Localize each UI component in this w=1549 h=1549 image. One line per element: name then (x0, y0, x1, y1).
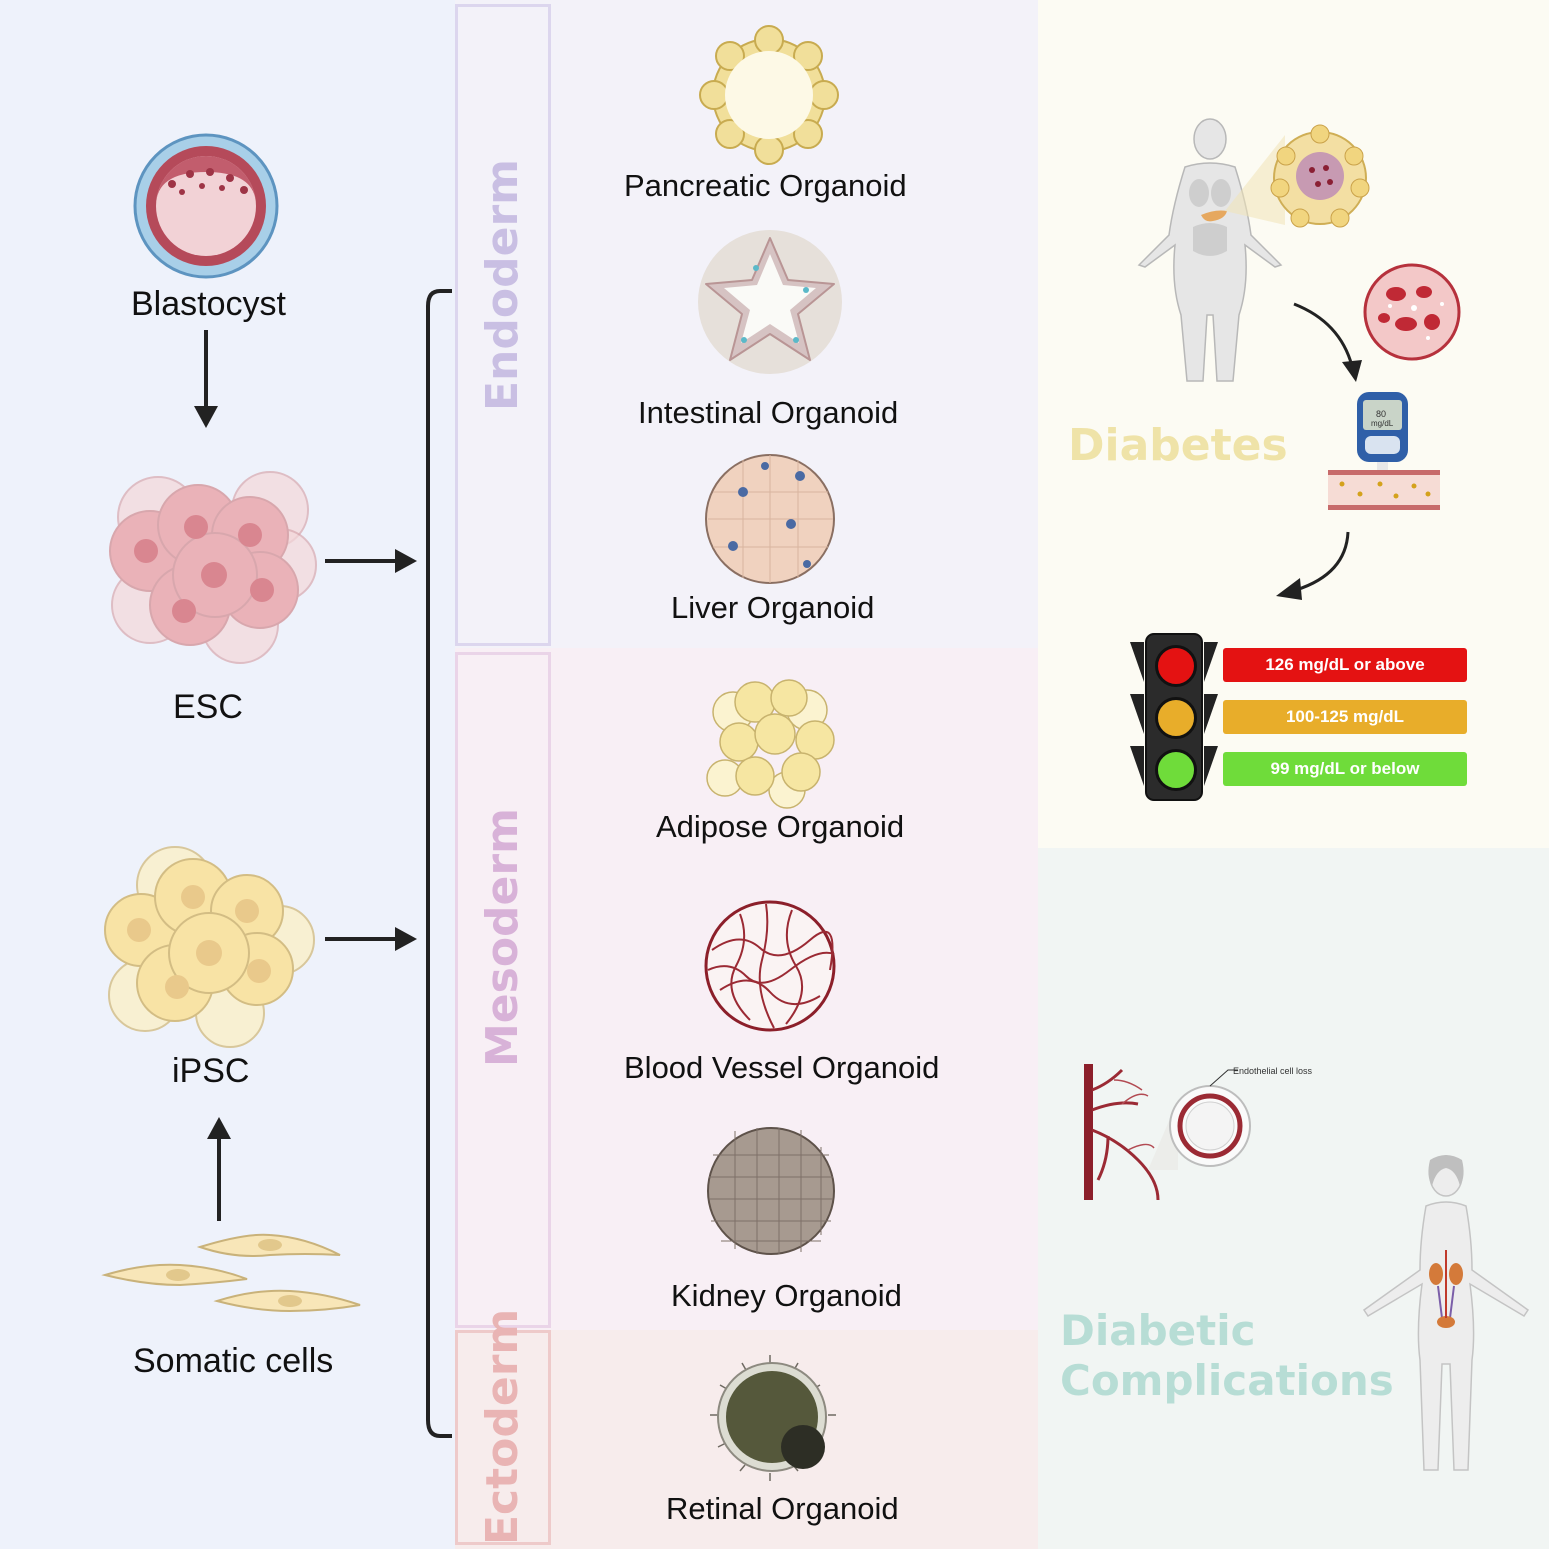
blood-cells-circle (1363, 263, 1461, 361)
blastocyst-illustration (133, 133, 279, 279)
esc-cells-illustration (109, 471, 317, 664)
ipsc-cells-illustration (104, 846, 315, 1048)
blood-vessel-organoid-label: Blood Vessel Organoid (624, 1050, 940, 1085)
male-patient-figure (1137, 118, 1285, 382)
arrow-ipsc-to-layers (325, 927, 417, 951)
level-high-bar: 126 mg/dL or above (1223, 648, 1467, 682)
endoderm-label: Endoderm (477, 159, 528, 411)
somatic-cells-label: Somatic cells (133, 1342, 334, 1380)
intestinal-organoid-illustration (698, 230, 842, 374)
pancreatic-islet-zoom (1270, 124, 1370, 228)
liver-organoid-illustration (705, 454, 835, 584)
glucose-meter-icon (1357, 392, 1408, 476)
endoderm-column (455, 4, 551, 646)
level-prediabetes-bar: 100-125 mg/dL (1223, 700, 1467, 734)
arrow-esc-to-layers (325, 549, 417, 573)
mesoderm-column (455, 652, 551, 1328)
complications-title-line2: Complications (1060, 1356, 1394, 1405)
retinal-organoid-label: Retinal Organoid (666, 1491, 899, 1526)
diabetes-title: Diabetes (1068, 420, 1288, 471)
kidney-organoid-illustration (707, 1127, 835, 1255)
arrow-somatic-to-ipsc (207, 1117, 231, 1221)
liver-organoid-label: Liver Organoid (671, 590, 875, 625)
ectoderm-label: Ectoderm (477, 1308, 528, 1545)
level-normal-bar: 99 mg/dL or below (1223, 752, 1467, 786)
germ-layer-bracket (426, 289, 452, 1438)
retinal-organoid-illustration (710, 1355, 836, 1481)
blastocyst-label: Blastocyst (131, 285, 286, 323)
traffic-light-green (1155, 749, 1197, 791)
artery-branch-illustration (1084, 1064, 1251, 1201)
arrow-blastocyst-to-esc (194, 330, 218, 428)
blood-vessel-strip (1328, 470, 1440, 510)
arrow-meter-to-levels (1276, 531, 1350, 600)
complications-title-line1: Diabetic (1060, 1306, 1256, 1355)
somatic-cells-illustration (101, 1233, 361, 1313)
traffic-light-red (1155, 645, 1197, 687)
ipsc-label: iPSC (172, 1052, 250, 1090)
ectoderm-column (455, 1330, 551, 1545)
endothelial-callout: Endothelial cell loss (1233, 1066, 1313, 1076)
glucose-meter-unit: mg/dL (1371, 419, 1394, 428)
kidney-organoid-label: Kidney Organoid (671, 1278, 902, 1313)
blood-vessel-organoid-illustration (704, 900, 836, 1032)
glucose-meter-value: 80 (1376, 409, 1387, 419)
arrow-patient-to-meter (1293, 302, 1362, 382)
esc-label: ESC (173, 688, 243, 726)
adipose-organoid-label: Adipose Organoid (656, 809, 905, 844)
pancreatic-organoid-label: Pancreatic Organoid (624, 168, 907, 203)
pancreatic-organoid-illustration (699, 25, 839, 165)
female-patient-figure (1362, 1155, 1530, 1471)
intestinal-organoid-label: Intestinal Organoid (638, 395, 899, 430)
adipose-organoid-illustration (706, 679, 835, 809)
mesoderm-label: Mesoderm (477, 808, 528, 1068)
traffic-light-amber (1155, 697, 1197, 739)
